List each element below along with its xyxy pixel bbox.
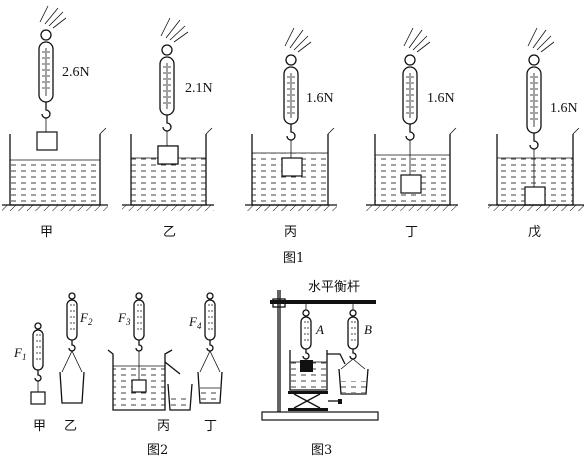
figure1: 2.6N 甲 2.1N <box>2 5 584 266</box>
spring-scale <box>38 29 54 119</box>
metal-block <box>131 379 147 393</box>
stand-base <box>261 411 379 421</box>
scale-reading: 2.6N <box>62 65 90 80</box>
panel-label: 丙 <box>284 225 297 240</box>
spring-scale <box>526 54 542 150</box>
hand-icon <box>160 17 189 43</box>
metal-block <box>281 157 303 177</box>
figure1-panel-jia: 2.6N 甲 <box>2 5 108 240</box>
metal-block <box>30 391 46 405</box>
table-surface <box>488 205 584 211</box>
metal-block <box>300 360 313 372</box>
figure2-jia: F1 甲 <box>13 322 46 434</box>
beaker <box>9 127 107 206</box>
spring-scale-a: A <box>300 304 324 360</box>
metal-block <box>400 174 422 194</box>
force-label-f4: F4 <box>188 314 202 331</box>
panel-label: 丙 <box>157 419 170 434</box>
figure2: F1 甲 F2 乙 F3 <box>13 292 223 458</box>
panel-label: 甲 <box>40 225 53 240</box>
scale-reading: 1.6N <box>427 91 455 106</box>
beaker <box>130 127 213 206</box>
panel-label: 戊 <box>528 225 541 240</box>
spring-scale <box>283 54 299 141</box>
figure1-panel-wu: 1.6N 戊 <box>488 27 584 240</box>
beaker <box>496 127 580 206</box>
spring-scale-b: B <box>347 304 372 360</box>
figure2-caption: 图2 <box>147 443 168 458</box>
hand-icon <box>403 27 431 53</box>
panel-label: 乙 <box>163 225 176 240</box>
force-label-f1: F1 <box>13 345 26 362</box>
hand-icon <box>284 27 312 53</box>
scale-reading: 1.6N <box>306 91 334 106</box>
figure3-caption: 图3 <box>311 443 332 458</box>
scale-reading: 1.6N <box>550 101 578 116</box>
spring-scale <box>159 44 175 132</box>
table-surface <box>122 205 214 211</box>
horizontal-bar <box>270 300 376 304</box>
small-cup <box>59 371 85 404</box>
table-surface <box>2 205 108 211</box>
table-surface <box>366 205 458 211</box>
panel-label: 乙 <box>64 419 77 434</box>
hand-icon <box>527 27 555 53</box>
figure2-bing: F3 丙 <box>107 292 193 434</box>
scale-reading: 2.1N <box>185 81 213 96</box>
spring-scale <box>402 54 418 141</box>
beaker <box>374 127 457 206</box>
figure1-panel-bing: 1.6N 丙 <box>245 27 337 240</box>
metal-block <box>36 131 58 151</box>
bar-label: 水平衡杆 <box>308 280 360 295</box>
panel-label: 丁 <box>405 225 418 240</box>
figure1-caption: 图1 <box>283 251 304 266</box>
figure2-ding: F4 丁 <box>188 292 223 434</box>
figure3: 水平衡杆 A B <box>261 280 379 458</box>
overflow-beaker <box>289 350 328 391</box>
force-label-f3: F3 <box>117 310 131 327</box>
table-surface <box>245 205 337 211</box>
scale-b-label: B <box>364 322 372 337</box>
beaker <box>251 127 335 206</box>
figure2-yi: F2 乙 <box>59 292 93 434</box>
scale-a-label: A <box>315 322 324 337</box>
force-label-f2: F2 <box>79 310 93 327</box>
collecting-cup <box>338 368 369 395</box>
small-cup <box>197 371 223 404</box>
figure1-panel-yi: 2.1N 乙 <box>122 17 214 240</box>
metal-block <box>524 186 546 206</box>
overflow-beaker <box>107 349 173 411</box>
figure1-panel-ding: 1.6N 丁 <box>366 27 458 240</box>
panel-label: 丁 <box>204 419 217 434</box>
panel-label: 甲 <box>33 419 46 434</box>
lifting-jack <box>288 391 342 411</box>
hand-icon <box>39 5 67 29</box>
